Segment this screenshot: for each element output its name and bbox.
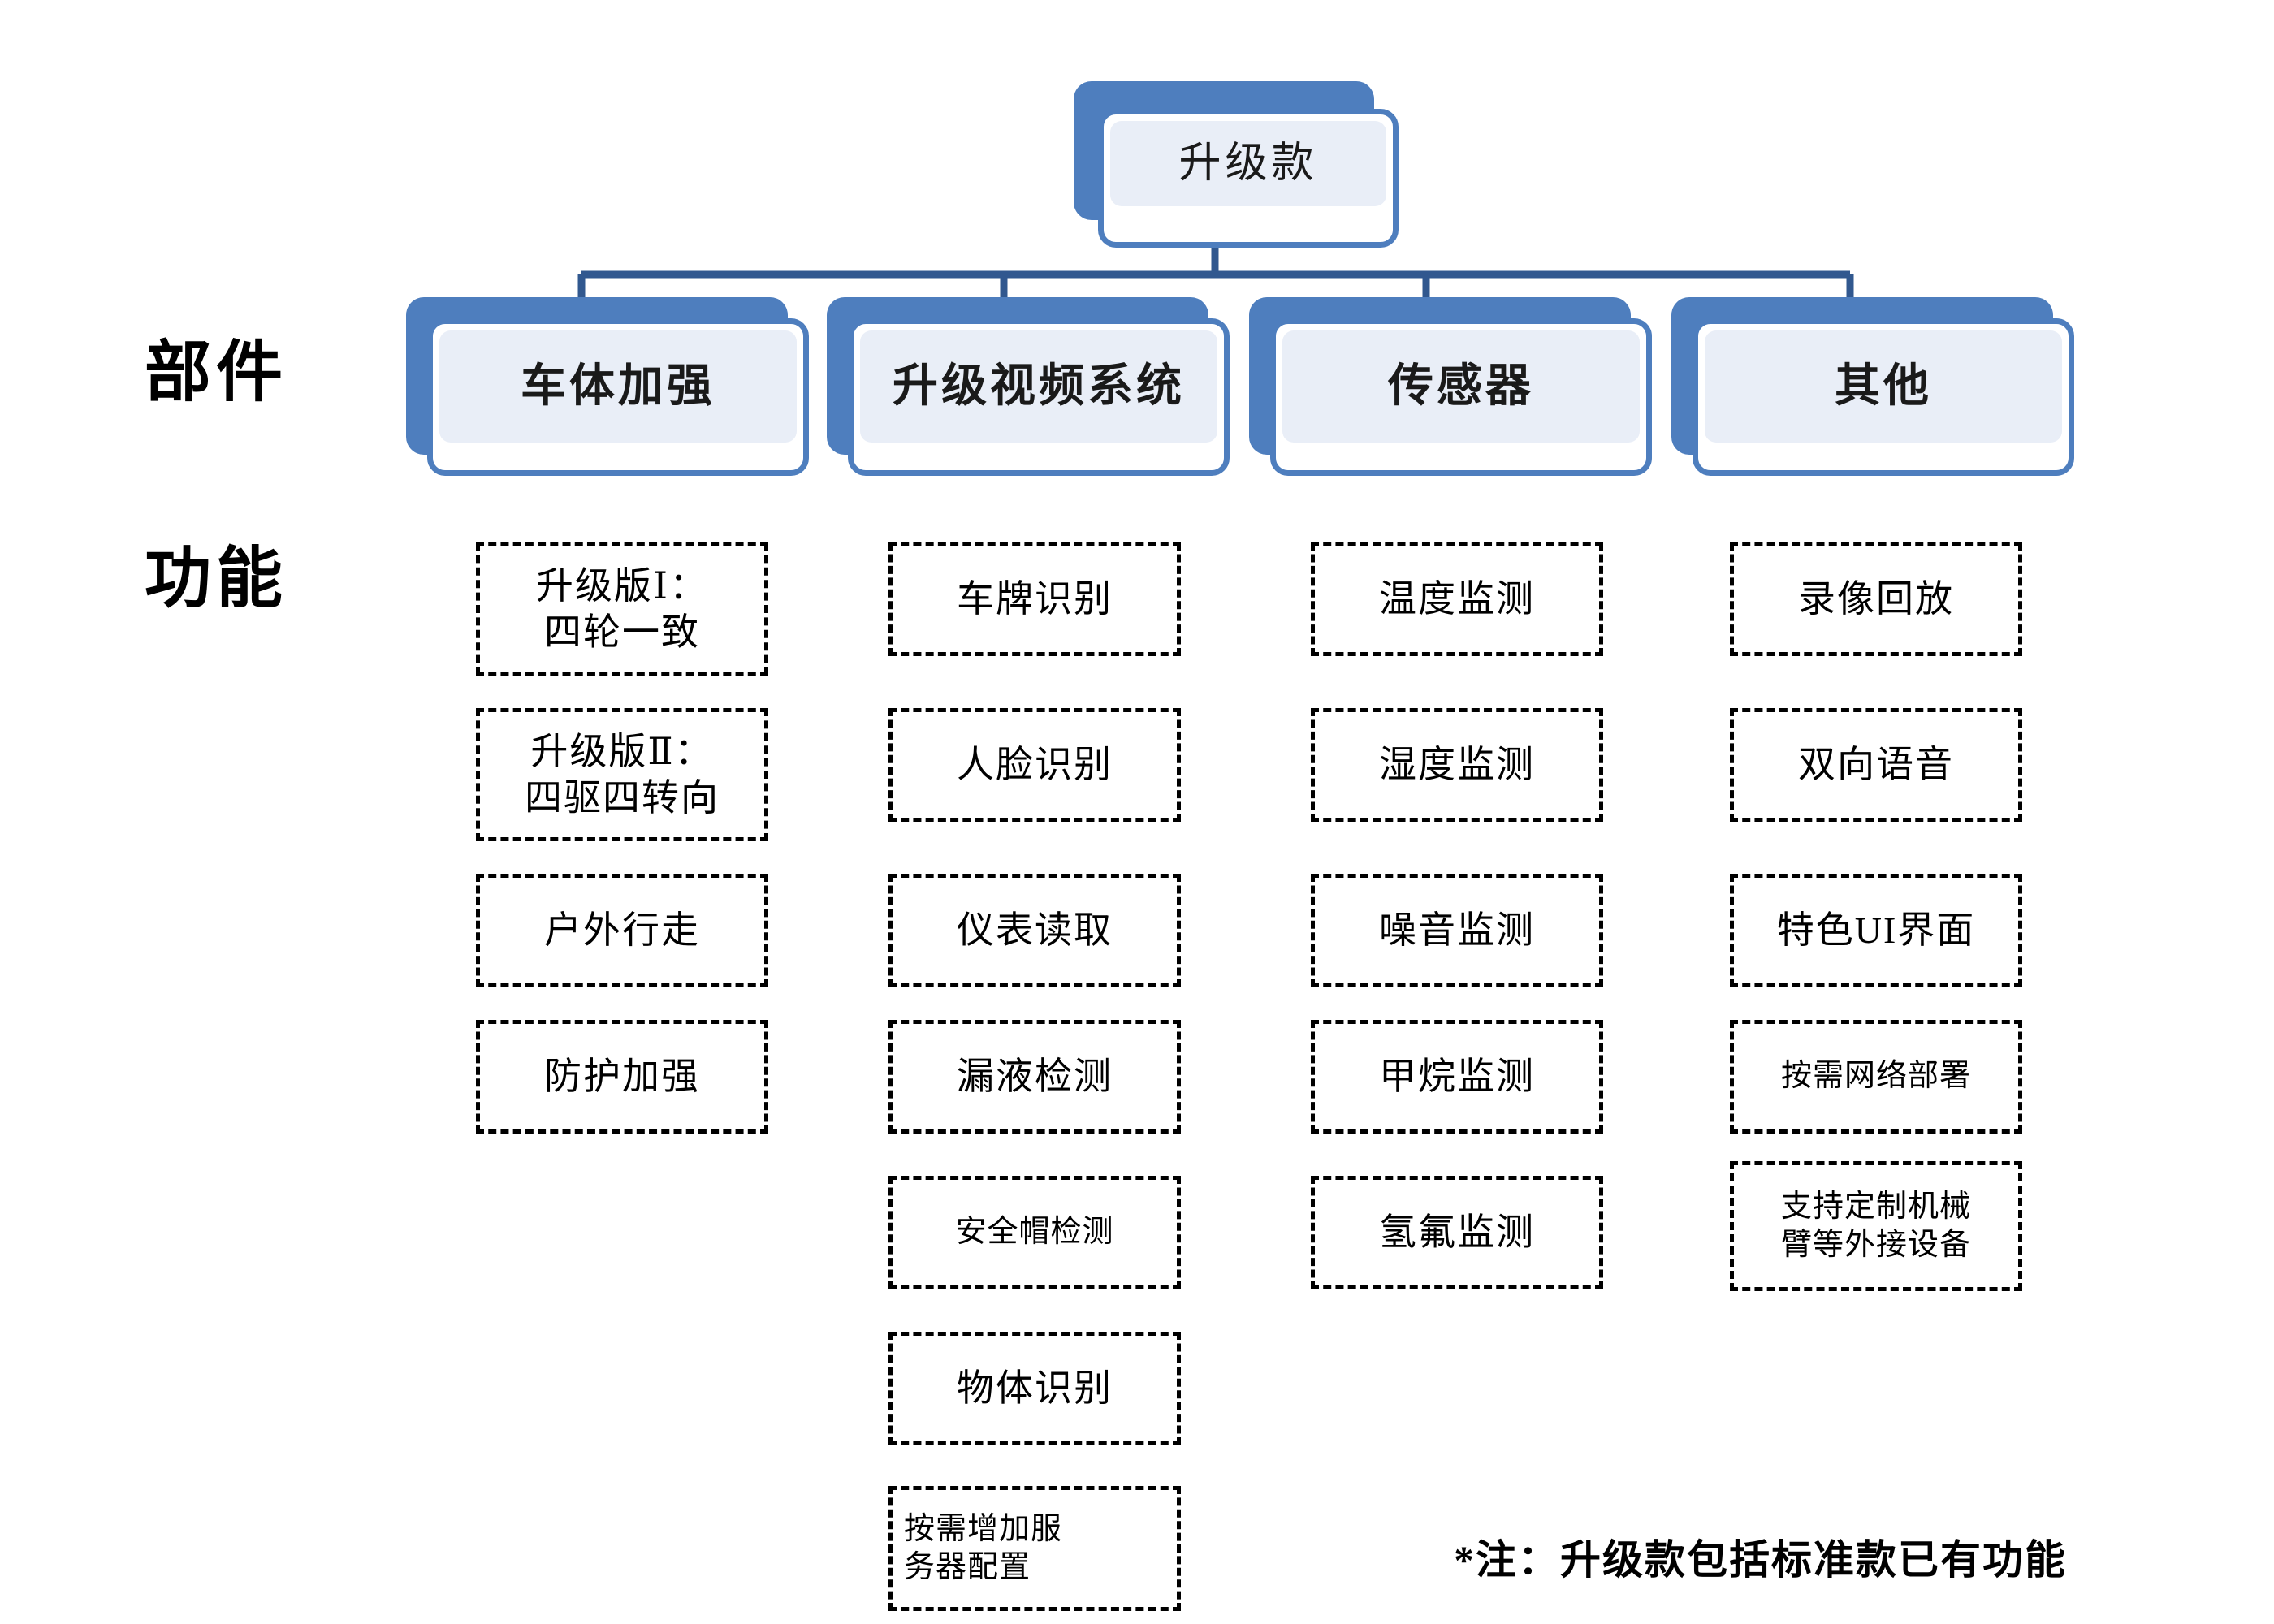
feature-box[interactable]: 防护加强 <box>476 1020 768 1134</box>
feature-label: 甲烷监测 <box>1379 1056 1535 1098</box>
node-component-label: 传感器 <box>1388 361 1534 412</box>
feature-box[interactable]: 支持定制机械 臂等外接设备 <box>1730 1161 2022 1291</box>
node-front-layer: 升级视频系统 <box>848 318 1230 476</box>
feature-box[interactable]: 氢氟监测 <box>1311 1176 1603 1289</box>
node-component-sensors[interactable]: 传感器 <box>1249 297 1652 476</box>
feature-box[interactable]: 安全帽检测 <box>888 1176 1181 1289</box>
node-root-front-layer: 升级款 <box>1098 109 1399 248</box>
feature-label: 安全帽检测 <box>955 1215 1114 1250</box>
feature-label: 仪表读取 <box>957 909 1113 952</box>
feature-box[interactable]: 人脸识别 <box>888 708 1181 822</box>
feature-label: 车牌识别 <box>957 578 1113 620</box>
node-inner: 其他 <box>1705 330 2062 443</box>
node-component-body-reinforcement[interactable]: 车体加强 <box>406 297 809 476</box>
node-component-label: 车体加强 <box>521 361 715 412</box>
node-component-label: 升级视频系统 <box>893 361 1185 412</box>
node-component-others[interactable]: 其他 <box>1671 297 2074 476</box>
node-component-upgraded-video-system[interactable]: 升级视频系统 <box>827 297 1230 476</box>
feature-box[interactable]: 甲烷监测 <box>1311 1020 1603 1134</box>
feature-box[interactable]: 户外行走 <box>476 874 768 987</box>
feature-label: 物体识别 <box>957 1367 1113 1410</box>
feature-box[interactable]: 按需网络部署 <box>1730 1020 2022 1134</box>
feature-box[interactable]: 物体识别 <box>888 1332 1181 1445</box>
feature-label: 温度监测 <box>1379 578 1535 620</box>
feature-box[interactable]: 按需增加服 务器配置 <box>888 1486 1181 1611</box>
feature-box[interactable]: 录像回放 <box>1730 542 2022 656</box>
feature-box[interactable]: 特色UI界面 <box>1730 874 2022 987</box>
feature-box[interactable]: 温度监测 <box>1311 542 1603 656</box>
node-front-layer: 其他 <box>1693 318 2074 476</box>
feature-box[interactable]: 升级版Ⅱ： 四驱四转向 <box>476 708 768 841</box>
feature-label: 氢氟监测 <box>1379 1212 1535 1254</box>
feature-box[interactable]: 漏液检测 <box>888 1020 1181 1134</box>
node-inner: 升级视频系统 <box>860 330 1217 443</box>
feature-label: 湿度监测 <box>1379 744 1535 786</box>
feature-label: 人脸识别 <box>957 744 1113 786</box>
feature-label: 双向语音 <box>1798 744 1954 786</box>
node-root-inner: 升级款 <box>1110 121 1386 206</box>
feature-label: 噪音监测 <box>1379 909 1535 952</box>
node-front-layer: 传感器 <box>1270 318 1652 476</box>
node-front-layer: 车体加强 <box>427 318 809 476</box>
feature-box[interactable]: 车牌识别 <box>888 542 1181 656</box>
feature-label: 支持定制机械 臂等外接设备 <box>1780 1189 1971 1263</box>
feature-box[interactable]: 仪表读取 <box>888 874 1181 987</box>
feature-label: 升级版Ⅱ： 四驱四转向 <box>525 730 720 819</box>
feature-label: 录像回放 <box>1798 578 1954 620</box>
feature-label: 防护加强 <box>544 1056 700 1098</box>
feature-box[interactable]: 升级版Ⅰ： 四轮一致 <box>476 542 768 676</box>
feature-label: 升级版Ⅰ： 四轮一致 <box>535 564 709 654</box>
feature-label: 按需增加服 务器配置 <box>904 1511 1063 1585</box>
node-inner: 车体加强 <box>439 330 797 443</box>
feature-label: 特色UI界面 <box>1776 909 1976 952</box>
feature-label: 按需网络部署 <box>1780 1059 1971 1094</box>
row-label-components: 部件 <box>145 335 288 409</box>
feature-label: 漏液检测 <box>957 1056 1113 1098</box>
node-root-label: 升级款 <box>1178 140 1318 187</box>
feature-box[interactable]: 双向语音 <box>1730 708 2022 822</box>
row-label-functions: 功能 <box>145 542 288 615</box>
node-component-label: 其他 <box>1835 361 1932 412</box>
node-inner: 传感器 <box>1282 330 1640 443</box>
feature-box[interactable]: 湿度监测 <box>1311 708 1603 822</box>
feature-label: 户外行走 <box>544 909 700 952</box>
footnote-text: *注：升级款包括标准款已有功能 <box>1454 1537 2067 1583</box>
node-root[interactable]: 升级款 <box>1074 81 1399 248</box>
feature-box[interactable]: 噪音监测 <box>1311 874 1603 987</box>
